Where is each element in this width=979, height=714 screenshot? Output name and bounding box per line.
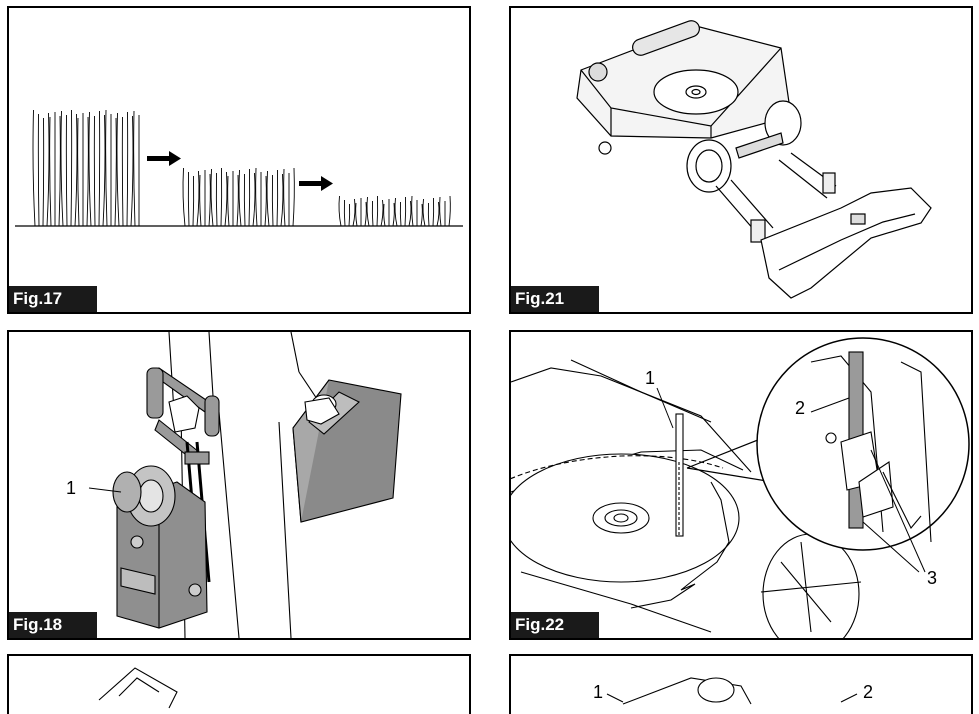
grass-blade xyxy=(439,196,442,227)
grass-blade xyxy=(264,175,267,227)
grass-blade xyxy=(248,168,251,227)
grass-blade xyxy=(343,199,346,227)
grass-blade xyxy=(338,195,342,227)
arrow-icon xyxy=(147,151,181,166)
callout-3: 3 xyxy=(927,568,938,588)
grass-blade xyxy=(408,200,412,227)
grass-blade xyxy=(292,167,295,227)
figure-panel-fig18: 1 Fig.18 xyxy=(7,330,471,640)
grass-blade xyxy=(448,195,451,227)
figure-panel-fig17: Fig.17 xyxy=(7,6,471,314)
grass-blade xyxy=(422,198,426,227)
grass-blade xyxy=(220,167,223,227)
grass-blade xyxy=(49,116,52,227)
figure-panel-fig21: Fig.21 xyxy=(509,6,973,314)
grass-blade xyxy=(238,169,242,227)
partial-illustration xyxy=(606,677,858,705)
figure-panel-fig23 xyxy=(7,654,471,714)
figure-panel-fig24: 1 2 xyxy=(509,654,973,714)
callout-1: 1 xyxy=(593,682,604,702)
grass-blade xyxy=(182,167,186,227)
grass-blade xyxy=(42,117,45,227)
grass-blade xyxy=(88,111,92,227)
grass-blade xyxy=(352,198,356,227)
grass-blade xyxy=(215,172,218,227)
grass-blade xyxy=(355,202,358,227)
grass-blade xyxy=(227,175,230,227)
grass-blade xyxy=(427,202,430,227)
grass-blade xyxy=(266,170,270,227)
grass-blade xyxy=(192,175,195,227)
grass-blade xyxy=(380,199,384,227)
figure-panel-fig22: 1 2 3 Fig.22 xyxy=(509,330,973,640)
grass-blade xyxy=(199,174,202,227)
grass-blade xyxy=(392,202,395,227)
grass-blade xyxy=(383,203,386,227)
grass-blade xyxy=(121,116,124,227)
grass-blade xyxy=(243,173,246,227)
grass-blade xyxy=(399,201,402,227)
grass-blade xyxy=(210,168,214,227)
grass-blade xyxy=(224,171,228,227)
arrow-icon xyxy=(299,176,333,191)
grass-patch xyxy=(338,195,451,227)
grass-blade xyxy=(196,170,200,227)
blade-installation-illustration xyxy=(511,337,970,638)
grass-blade xyxy=(252,172,256,227)
grass-blade xyxy=(65,114,68,227)
callout-2: 2 xyxy=(863,682,874,702)
grass-blade xyxy=(404,196,407,227)
grass-blade xyxy=(46,112,50,227)
grass-blade xyxy=(411,195,414,227)
grass-blade xyxy=(364,201,367,227)
grass-blade xyxy=(86,116,89,227)
grass-blade xyxy=(93,115,96,227)
partial-illustration xyxy=(98,667,178,709)
grass-blade xyxy=(133,110,136,227)
grass-blade xyxy=(105,109,108,227)
grass-blade xyxy=(436,201,440,227)
callout-2: 2 xyxy=(795,398,806,418)
grass-patch xyxy=(32,109,140,227)
grass-blade xyxy=(130,115,134,227)
grass-blade xyxy=(348,203,351,227)
grass-blade xyxy=(366,196,370,227)
figure-label: Fig.18 xyxy=(9,612,97,638)
grass-blade xyxy=(394,197,398,227)
mower-with-handle-illustration xyxy=(576,20,932,299)
grass-blade xyxy=(126,111,129,227)
grass-blade xyxy=(255,167,258,227)
grass-blade xyxy=(77,117,80,227)
callout-1: 1 xyxy=(645,368,656,388)
grass-blade xyxy=(32,109,36,227)
grass-blade xyxy=(236,174,239,227)
grass-blade xyxy=(376,195,379,227)
grass-blade xyxy=(283,168,286,227)
grass-blade xyxy=(280,173,284,227)
grass-blade xyxy=(37,113,40,227)
figure-label: Fig.21 xyxy=(511,286,599,312)
grass-height-illustration xyxy=(15,109,463,227)
grass-blade xyxy=(70,109,73,227)
grass-blade xyxy=(271,174,274,227)
grass-blade xyxy=(420,203,423,227)
figure-label: Fig.17 xyxy=(9,286,97,312)
figure-label: Fig.22 xyxy=(511,612,599,638)
grass-blade xyxy=(58,115,61,227)
grass-patch xyxy=(182,167,295,227)
grass-blade xyxy=(371,200,374,227)
grass-blade xyxy=(114,117,117,227)
grass-blade xyxy=(208,173,211,227)
grass-blade xyxy=(187,171,190,227)
grass-blade xyxy=(102,114,106,227)
carrying-mower-illustration xyxy=(88,332,402,638)
grass-blade xyxy=(116,112,120,227)
grass-blade xyxy=(98,110,101,227)
grass-blade xyxy=(74,113,78,227)
grass-blade xyxy=(60,110,64,227)
grass-blade xyxy=(432,197,435,227)
callout-1: 1 xyxy=(66,478,77,498)
grass-blade xyxy=(276,169,279,227)
